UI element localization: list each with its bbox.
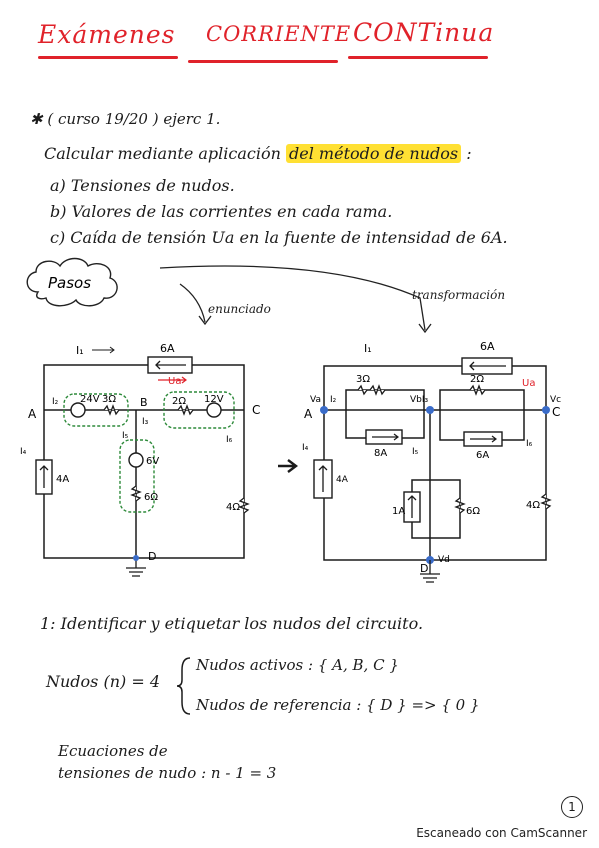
nudos-count: Nudos (n) = 4 xyxy=(46,672,161,691)
green-box-6v xyxy=(119,439,155,513)
nudos-activos: Nudos activos : { A, B, C } xyxy=(196,656,399,674)
label-6ohm: 6Ω xyxy=(144,492,158,503)
label-ua: Ua xyxy=(168,376,181,387)
node-c-dot xyxy=(542,406,550,414)
node-d: D xyxy=(148,550,156,563)
item-a: a) Tensiones de nudos. xyxy=(50,176,235,195)
question-start: Calcular mediante aplicación xyxy=(44,144,281,163)
nudos-referencia: Nudos de referencia : { D } => { 0 } xyxy=(196,696,480,714)
question-line: Calcular mediante aplicación del método … xyxy=(44,144,472,163)
ground-icon xyxy=(126,558,146,577)
page-number: 1 xyxy=(561,796,583,818)
label-8a: 8A xyxy=(374,448,387,459)
item-c: c) Caída de tensión Ua en la fuente de i… xyxy=(50,228,508,247)
label-4a: 4A xyxy=(336,475,349,485)
label-3ohm: 3Ω xyxy=(102,394,116,405)
resistor-6ohm xyxy=(130,485,142,502)
label-i6: I₆ xyxy=(526,439,533,449)
label-6a: 6A xyxy=(160,342,175,355)
label-ua: Ua xyxy=(522,378,535,389)
title-word-examenes: Exámenes xyxy=(38,20,176,49)
label-i5: I₅ xyxy=(122,431,129,441)
enunciado-note: enunciado xyxy=(208,302,271,316)
pasos-label: Pasos xyxy=(48,274,91,292)
node-a: A xyxy=(28,407,37,421)
transformed-circuit: 6A I₁ 3Ω 8A 2Ω 6A Ua Va VbI₃ Vc Vd A C D… xyxy=(302,340,561,583)
label-6v: 6V xyxy=(146,456,159,467)
ecuaciones-line2: tensiones de nudo : n - 1 = 3 xyxy=(58,764,277,782)
label-i6: I₆ xyxy=(226,435,233,445)
label-i5: I₅ xyxy=(412,447,419,457)
label-12v: 12V xyxy=(204,394,224,405)
label-vc: Vc xyxy=(550,395,561,405)
label-4ohm: 4Ω xyxy=(226,502,240,513)
scanner-watermark: Escaneado con CamScanner xyxy=(416,826,587,840)
node-c: C xyxy=(552,405,560,419)
transformacion-note: transformación xyxy=(412,288,506,302)
label-i1: I₁ xyxy=(364,342,372,355)
node-c: C xyxy=(252,403,260,417)
green-box-24v xyxy=(63,393,129,427)
label-1a: 1A xyxy=(392,506,405,517)
node-b-dot xyxy=(426,406,434,414)
label-3ohm: 3Ω xyxy=(356,374,370,385)
course-line: ✱ ( curso 19/20 ) ejerc 1. xyxy=(30,110,220,128)
resistor-4ohm xyxy=(540,493,552,510)
label-6ohm: 6Ω xyxy=(466,506,480,517)
original-circuit: 6A I₁ 4A 24V 3Ω I₂ Ua 2Ω 12V A B C D I₃ … xyxy=(20,342,260,577)
page-title: Exámenes CORRIENTE CONTinua xyxy=(38,16,558,76)
item-b: b) Valores de las corrientes en cada ram… xyxy=(50,202,393,221)
title-underline xyxy=(348,56,488,59)
title-word-continua: CONTinua xyxy=(353,18,495,47)
label-i4: I₄ xyxy=(302,443,309,453)
label-2ohm: 2Ω xyxy=(470,374,484,385)
question-end: : xyxy=(466,144,472,163)
ground-icon xyxy=(420,560,440,583)
node-d: D xyxy=(420,562,428,575)
step1-heading: 1: Identificar y etiquetar los nudos del… xyxy=(40,614,424,633)
label-4ohm: 4Ω xyxy=(526,500,540,511)
resistor-3ohm xyxy=(369,384,386,396)
label-6a-top: 6A xyxy=(480,340,495,353)
voltage-source-24v xyxy=(70,402,86,418)
ecuaciones-line1: Ecuaciones de xyxy=(58,742,168,760)
label-i1: I₁ xyxy=(76,344,84,357)
node-a: A xyxy=(304,407,313,421)
label-i4: I₄ xyxy=(20,447,27,457)
label-i2: I₂ xyxy=(330,395,337,405)
label-2ohm: 2Ω xyxy=(172,396,186,407)
green-box-12v xyxy=(163,391,235,429)
label-va: Va xyxy=(310,395,321,405)
highlighted-method: del método de nudos xyxy=(286,144,462,163)
node-a-dot xyxy=(320,406,328,414)
node-b: B xyxy=(140,396,148,409)
label-4a: 4A xyxy=(56,474,69,485)
resistor-2ohm xyxy=(469,384,486,396)
node-d-dot xyxy=(133,555,139,561)
resistor-4ohm xyxy=(238,497,250,514)
title-underline xyxy=(188,60,338,63)
course-text: ( curso 19/20 ) ejerc 1. xyxy=(47,110,221,128)
resistor-2ohm xyxy=(177,404,194,416)
title-underline xyxy=(38,56,178,59)
brace-icon xyxy=(176,657,191,715)
voltage-source-6v xyxy=(128,452,144,468)
label-6a-inner: 6A xyxy=(476,450,489,461)
label-24v: 24V xyxy=(80,394,100,405)
bullet-icon: ✱ xyxy=(30,110,43,128)
label-i2: I₂ xyxy=(52,397,59,407)
title-word-corriente: CORRIENTE xyxy=(206,22,352,46)
label-vb: VbI₃ xyxy=(410,395,429,405)
transform-arrow-icon xyxy=(278,459,298,473)
label-vd: Vd xyxy=(438,555,450,565)
resistor-6ohm xyxy=(454,497,466,514)
resistor-3ohm xyxy=(103,404,120,416)
voltage-source-12v xyxy=(206,402,222,418)
label-i3: I₃ xyxy=(142,417,149,427)
pasos-cloud: Pasos xyxy=(26,257,118,307)
annotation-arrows xyxy=(159,265,432,334)
